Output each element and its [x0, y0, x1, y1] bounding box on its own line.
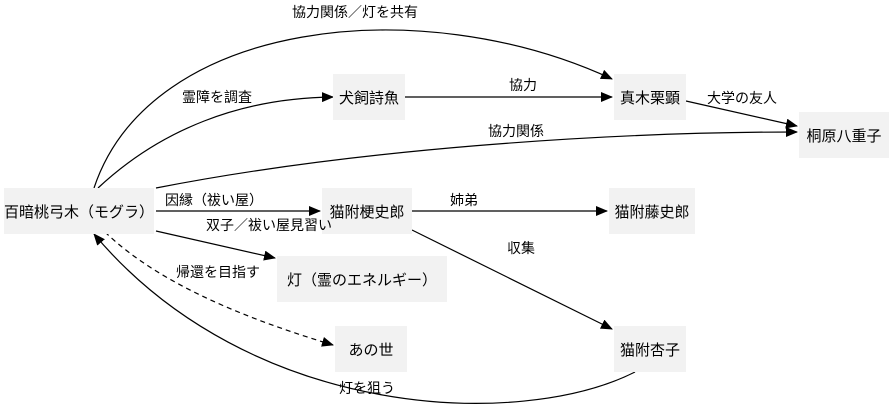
- edge-label: 協力: [509, 78, 537, 94]
- edge-maki-to-kirihara: [685, 100, 798, 129]
- node-akari[interactable]: 灯（霊のエネルギー）: [277, 256, 447, 302]
- edge-label: 姉弟: [450, 193, 478, 209]
- node-kirihara[interactable]: 桐原八重子: [799, 112, 889, 158]
- edge-dodomeki-to-maki: [93, 29, 613, 189]
- edge-label: 大学の友人: [707, 91, 777, 107]
- node-maki[interactable]: 真木栗顕: [614, 74, 686, 120]
- edge-label: 協力関係: [488, 124, 544, 140]
- edge-label: 因縁（祓い屋）: [165, 193, 263, 209]
- node-kyoushiro[interactable]: 猫附梗史郎: [322, 188, 412, 234]
- edge-kyoushiro-to-anzu: [411, 229, 613, 330]
- edge-dodomeki-to-anoyo: [104, 231, 334, 347]
- edge-label: 収集: [507, 241, 535, 257]
- edge-label: 双子／祓い屋見習い: [206, 218, 332, 234]
- node-toushiro[interactable]: 猫附藤史郎: [609, 188, 695, 234]
- edge-dodomeki-to-inukai: [97, 92, 334, 189]
- edge-label: 帰還を目指す: [176, 265, 260, 281]
- edge-dodomeki-to-akari: [155, 230, 276, 261]
- edge-label: 協力関係／灯を共有: [292, 5, 418, 21]
- edge-label: 霊障を調査: [182, 90, 252, 106]
- node-inukai[interactable]: 犬飼詩魚: [333, 74, 405, 120]
- node-dodomeki[interactable]: 百暗桃弓木（モグラ）: [4, 188, 154, 234]
- edge-label: 灯を狙う: [339, 381, 395, 397]
- edge-anzu-to-dodomeki: [93, 233, 636, 404]
- node-anoyo[interactable]: あの世: [335, 326, 407, 372]
- edge-dodomeki-to-kirihara: [155, 127, 798, 189]
- node-anzu[interactable]: 猫附杏子: [614, 326, 686, 372]
